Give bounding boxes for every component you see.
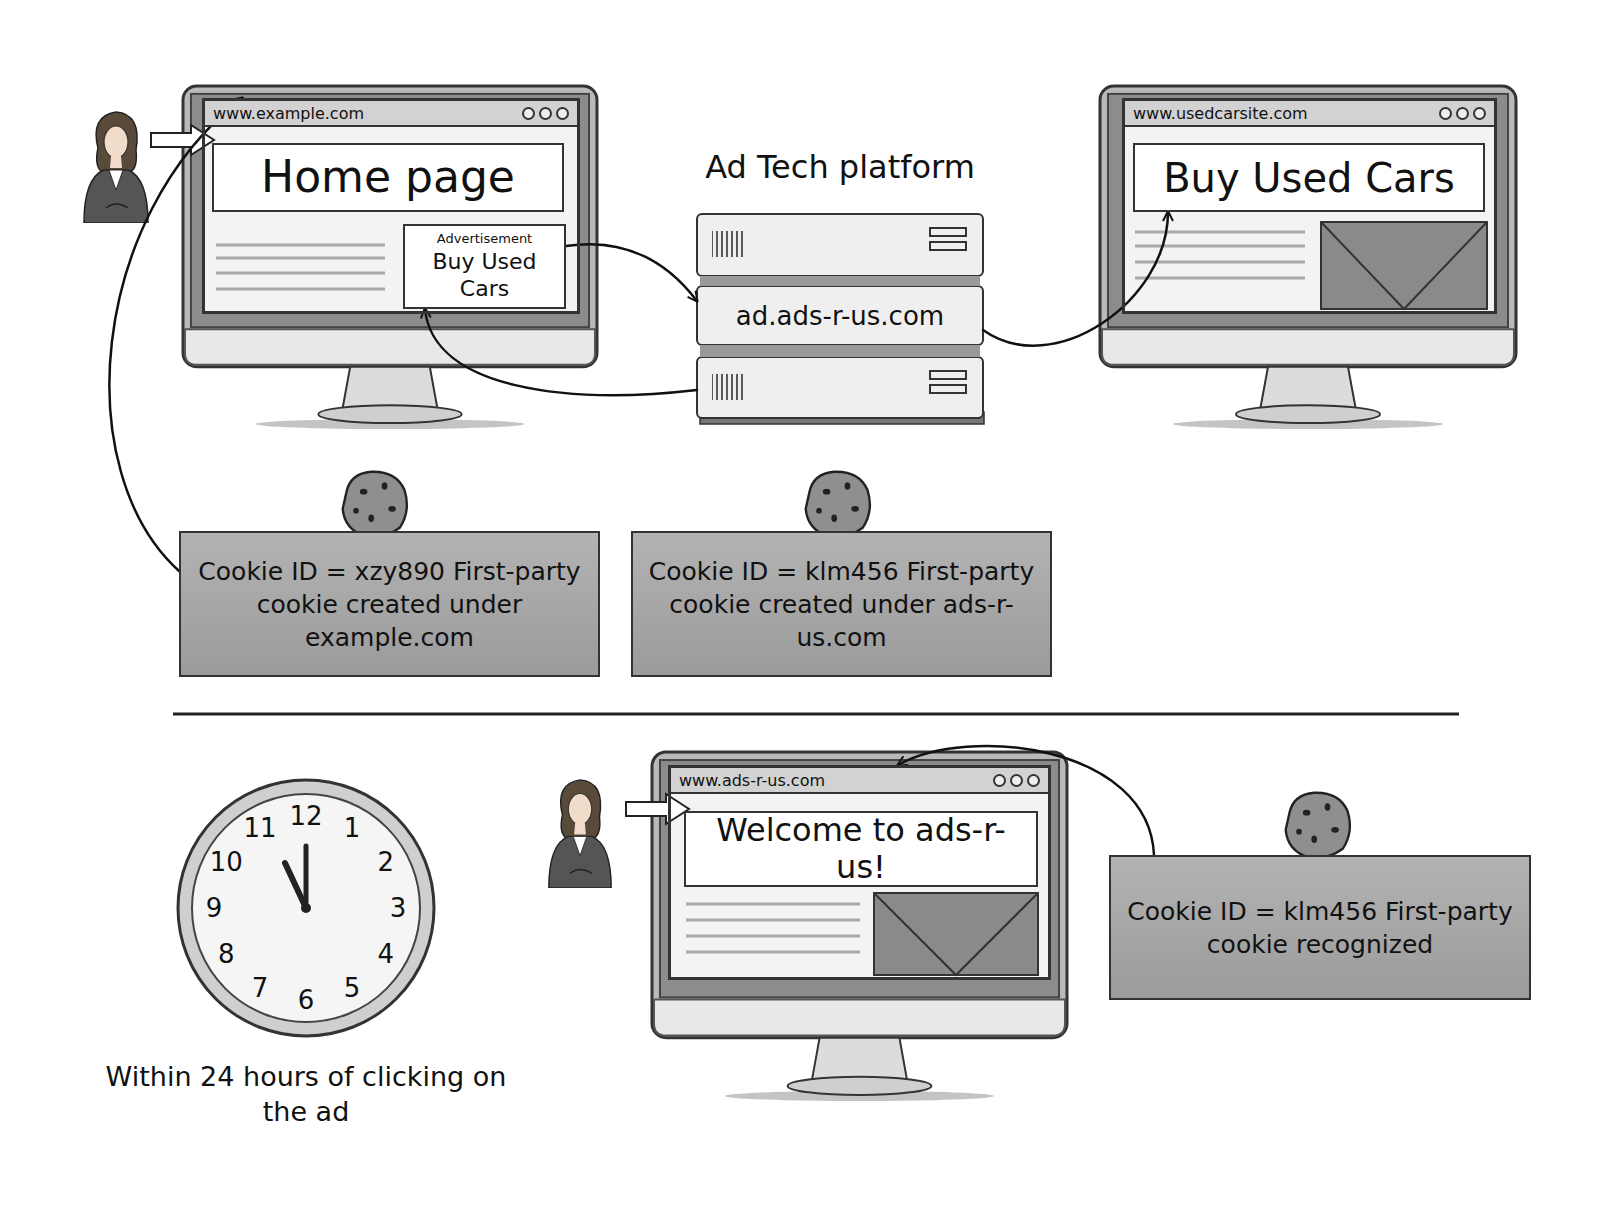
server-stack: [697, 214, 984, 424]
cookie-note: Cookie ID = klm456 First-party cookie cr…: [631, 531, 1052, 677]
ad-server: Ad Tech platformad.ads-r-us.com: [697, 145, 983, 430]
url-text: www.usedcarsite.com: [1133, 104, 1435, 123]
clock-digit: 1: [330, 815, 374, 841]
clock-digit: 10: [204, 849, 248, 875]
window-dot: [522, 107, 535, 120]
url-text: www.ads-r-us.com: [679, 771, 989, 790]
heading-text: Buy Used Cars: [1163, 155, 1455, 201]
cookie-text: Cookie ID = xzy890 First-party cookie cr…: [193, 555, 586, 654]
window-dot: [1027, 774, 1040, 787]
browser-window: www.ads-r-us.comWelcome to ads-r-us!: [668, 765, 1051, 980]
cookie-note: Cookie ID = xzy890 First-party cookie cr…: [179, 531, 600, 677]
divider: [173, 713, 1459, 716]
clock-digit: 11: [238, 815, 282, 841]
browser-window: www.usedcarsite.comBuy Used Cars: [1122, 98, 1497, 314]
flow-arrow: [566, 244, 697, 301]
window-dot: [1456, 107, 1469, 120]
clock-digit: 9: [192, 895, 236, 921]
advertisement-box: AdvertisementBuy Used Cars: [403, 224, 566, 309]
clock: [178, 780, 434, 1036]
browser-window: www.example.comHome pageAdvertisementBuy…: [202, 98, 580, 314]
title-bar: www.example.com: [205, 101, 577, 127]
flow-arrow: [425, 309, 697, 395]
platform-title: Ad Tech platform: [657, 145, 1023, 189]
heading-text: Welcome to ads-r-us!: [692, 812, 1030, 886]
flow-arrow: [983, 212, 1168, 346]
window-dot: [1439, 107, 1452, 120]
clock-digit: 4: [364, 941, 408, 967]
ad-label: Advertisement: [437, 231, 532, 246]
title-bar: www.usedcarsite.com: [1125, 101, 1494, 127]
clock-digit: 7: [238, 975, 282, 1001]
clock-digit: 3: [376, 895, 420, 921]
cookie-note: Cookie ID = klm456 First-party cookie re…: [1109, 855, 1531, 1000]
user-figure: [84, 112, 689, 888]
monitor: [183, 86, 1516, 1101]
window-dot: [1010, 774, 1023, 787]
page-heading-box: Welcome to ads-r-us!: [684, 811, 1038, 887]
window-dot: [539, 107, 552, 120]
clock-digit: 5: [330, 975, 374, 1001]
ad-text: Buy Used Cars: [409, 249, 560, 302]
page-heading-box: Home page: [212, 143, 564, 212]
clock-digit: 12: [284, 803, 328, 829]
cookie-text: Cookie ID = klm456 First-party cookie cr…: [645, 555, 1038, 654]
clock-digit: 8: [204, 941, 248, 967]
window-dot: [993, 774, 1006, 787]
server-name: ad.ads-r-us.com: [697, 286, 983, 345]
window-dot: [1473, 107, 1486, 120]
title-bar: www.ads-r-us.com: [671, 768, 1048, 794]
clock-digit: 2: [364, 849, 408, 875]
caption-note: Within 24 hours of clicking on the ad: [86, 1060, 526, 1129]
clock-digit: 6: [284, 987, 328, 1013]
cookie-text: Cookie ID = klm456 First-party cookie re…: [1123, 895, 1517, 961]
heading-text: Home page: [261, 152, 515, 203]
page-heading-box: Buy Used Cars: [1133, 143, 1485, 212]
window-dot: [556, 107, 569, 120]
url-text: www.example.com: [213, 104, 518, 123]
